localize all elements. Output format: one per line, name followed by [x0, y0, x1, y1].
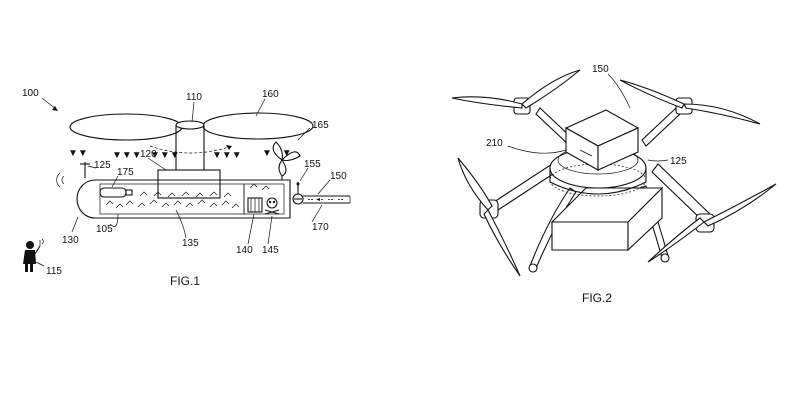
label-assembly: 100	[22, 88, 39, 99]
tail-fan	[272, 141, 301, 180]
label-chamber: 105	[96, 224, 113, 235]
figure-2-caption: FIG.2	[582, 291, 612, 305]
top-box	[564, 109, 640, 171]
nozzle-pipe	[303, 195, 351, 204]
rotation-arrow	[149, 145, 233, 154]
signal-waves	[56, 172, 65, 188]
skull-icon	[266, 197, 278, 209]
payload-box-3d	[550, 186, 664, 252]
rotor-mast	[175, 120, 205, 174]
figure-1: ▼▼ ▼▼▼ ▼▼▼ ▼▼▼ ▼▼▼	[22, 88, 351, 288]
label-hub: 120	[140, 149, 157, 160]
label-valve: 155	[304, 159, 321, 170]
leader-lines	[35, 97, 331, 267]
figure-1-caption: FIG.1	[170, 274, 200, 288]
svg-text:▼▼: ▼▼	[68, 148, 88, 159]
label-inner: 135	[182, 238, 199, 249]
label-pipe: 170	[312, 222, 329, 233]
payload-box	[247, 197, 280, 215]
propellers	[451, 69, 777, 277]
label-tank: 140	[236, 245, 253, 256]
label-mast: 110	[186, 92, 202, 103]
antenna-icon	[80, 162, 90, 178]
label-fin: 165	[312, 120, 329, 131]
fuselage	[76, 179, 291, 219]
label-operator: 115	[46, 266, 62, 277]
svg-text:▼▼▼: ▼▼▼	[150, 150, 180, 161]
label-payload: 145	[262, 245, 279, 256]
label-body: 210	[486, 138, 503, 149]
tank-chamber	[243, 183, 285, 215]
canister-icon	[99, 187, 133, 198]
label-arm: 125	[670, 156, 687, 167]
label-top-box: 150	[592, 64, 609, 75]
valve	[292, 182, 304, 205]
right-rotor-blade	[202, 112, 314, 140]
svg-text:▼▼▼: ▼▼▼	[212, 150, 242, 161]
label-canister: 175	[117, 167, 134, 178]
label-nozzle: 150	[330, 171, 347, 182]
drone-arms	[493, 107, 711, 223]
left-rotor-blade	[69, 113, 183, 141]
particle-pattern	[105, 183, 270, 209]
operator-figure	[23, 238, 44, 272]
svg-text:▼▼▼: ▼▼▼	[112, 150, 142, 161]
label-antenna: 125	[94, 160, 111, 171]
label-nose: 130	[62, 235, 79, 246]
label-rotor-blade: 160	[262, 89, 279, 100]
figure-2: 150 210 125 FIG.2	[451, 64, 777, 305]
fig2-leader-lines	[507, 73, 669, 162]
